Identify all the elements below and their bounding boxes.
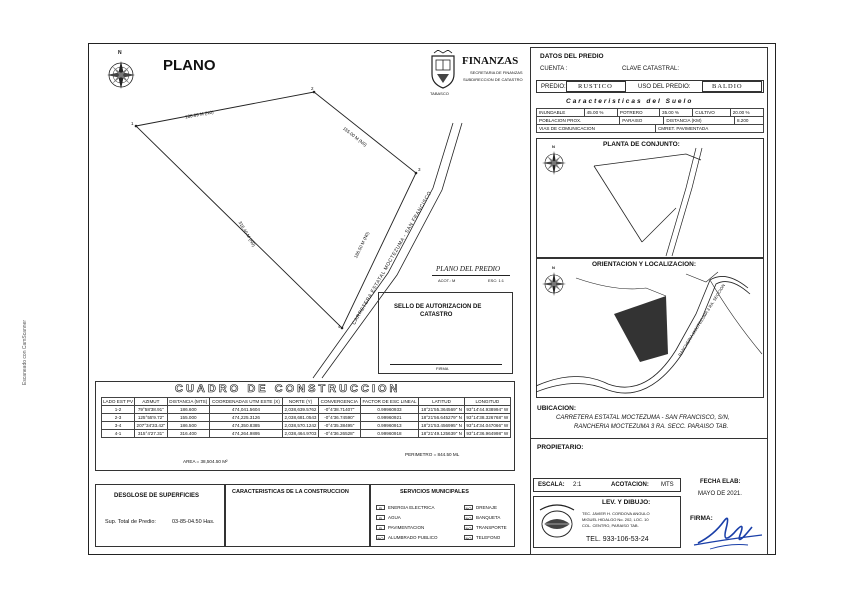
datos-clave-label: CLAVE CATASTRAL: [622,66,680,72]
parcel-location-marker [614,296,668,362]
caracteristicas-construccion-box [225,484,370,547]
vertex-label-4: 4 [338,324,341,329]
plano-predio-esc: ESC: 1:1 [488,278,505,283]
cuadro-area: AREA = 38,504.50 M² [183,459,228,464]
handwritten-signature [693,517,763,550]
planta-title: PLANTA DE CONJUNTO: [603,141,680,148]
escala-label: ESCALA: [538,482,565,488]
sello-firma-label: FIRMA [436,366,449,371]
escala-value: 2:1 [573,482,582,488]
levantamiento-line3: COL. CENTRO, PARAISO TAB. [582,523,639,528]
compass-north-label: N [118,50,122,56]
cuadro-perimetro: PERIMETRO = 844.50 ML [405,452,460,457]
road-edge-right [321,122,463,379]
levantamiento-line1: TEC. JAVIER H. CORDOVA ANGULO [582,511,650,516]
suelo-title: Caracteristicas del Suelo [566,98,694,105]
levantamiento-line2: MIGUEL HIDALGO No. 202, LOC. 10 [582,517,649,522]
finanzas-title: FINANZAS [462,55,519,67]
firma-label: FIRMA: [690,515,713,522]
compass-rose-icon [107,61,135,89]
cuadro-table: LADO EST PV AZIMUT DISTANCIA (MTS) COORD… [100,397,512,438]
parcel-drawing [134,90,463,379]
road-edge-left [312,122,454,379]
desglose-value: 03-85-04.50 Has. [172,519,215,525]
plan-sheet [88,43,776,555]
acotacion-label: ACOTACION: [611,482,649,488]
levantamiento-title: LEV. Y DIBUJO: [602,499,651,506]
acotacion-value: MTS [661,482,674,488]
plano-predio-acot: ACOT.: M [438,278,456,283]
caracteristicas-construccion-title: CARACTERISTICAS DE LA CONSTRUCCION [232,489,349,495]
vertex-label-3: 3 [418,167,421,172]
compass-rose-icon [542,151,566,175]
planta-conjunto-box [536,138,764,258]
finanzas-line2: SUBDIRECCION DE CATASTRO [463,77,523,82]
datos-title: DATOS DEL PREDIO [540,53,604,60]
propietario-title: PROPIETARIO: [537,444,584,451]
orientacion-title: ORIENTACION Y LOCALIZACION: [592,261,696,268]
finanzas-state: TABASCO [430,91,449,96]
compass-rose-icon [542,272,566,296]
datos-predio-value: RUSTICO [578,83,613,90]
plano-title: PLANO [163,57,216,74]
cuadro-title: CUADRO DE CONSTRUCCION [175,383,401,395]
cuadro-header-row: LADO EST PV AZIMUT DISTANCIA (MTS) COORD… [100,397,512,406]
fecha-value: MAYO DE 2021. [698,491,742,497]
servicios-title: SERVICIOS MUNICIPALES [400,489,469,495]
sello-autorizacion-box [378,292,513,374]
right-panel [530,47,768,555]
scanner-watermark: Escaneado con CamScanner [22,319,28,385]
desglose-title: DESGLOSE DE SUPERFICIES [114,493,200,499]
sello-title-line1: SELLO DE AUTORIZACION DE [394,304,482,310]
fecha-label: FECHA ELAB: [700,479,741,485]
finanzas-line1: SECRETARIA DE FINANZAS [470,70,523,75]
datos-uso-value: BALDIO [712,83,743,90]
planta-conjunto-drawing [593,147,703,257]
orientacion-box [536,258,764,398]
ubicacion-line1: CARRETERA ESTATAL MOCTEZUMA - SAN FRANCI… [556,415,730,421]
orientacion-map-drawing [536,271,763,394]
vertex-label-2: 2 [311,86,314,91]
surveyor-globe-logo-icon [539,504,575,538]
datos-uso-label: USO DEL PREDIO: [638,84,691,90]
cuadro-construccion-box [95,381,515,471]
levantamiento-tel: TEL. 933-106-53-24 [586,536,649,543]
tabasco-coat-of-arms-icon [431,50,455,89]
plano-predio-title: PLANO DEL PREDIO [436,265,501,273]
servicios-box [370,484,515,547]
desglose-box [95,484,225,547]
ubicacion-title: UBICACION: [537,405,576,412]
sello-title-line2: CATASTRO [420,312,453,318]
vertex-label-1: 1 [131,121,134,126]
ubicacion-line2: RANCHERIA MOCTEZUMA 3 RA. SECC. PARAISO … [574,424,729,430]
datos-predio-label: PREDIO: [541,84,566,90]
desglose-label: Sup. Total de Predio: [105,519,156,525]
datos-cuenta-label: CUENTA : [540,66,568,72]
